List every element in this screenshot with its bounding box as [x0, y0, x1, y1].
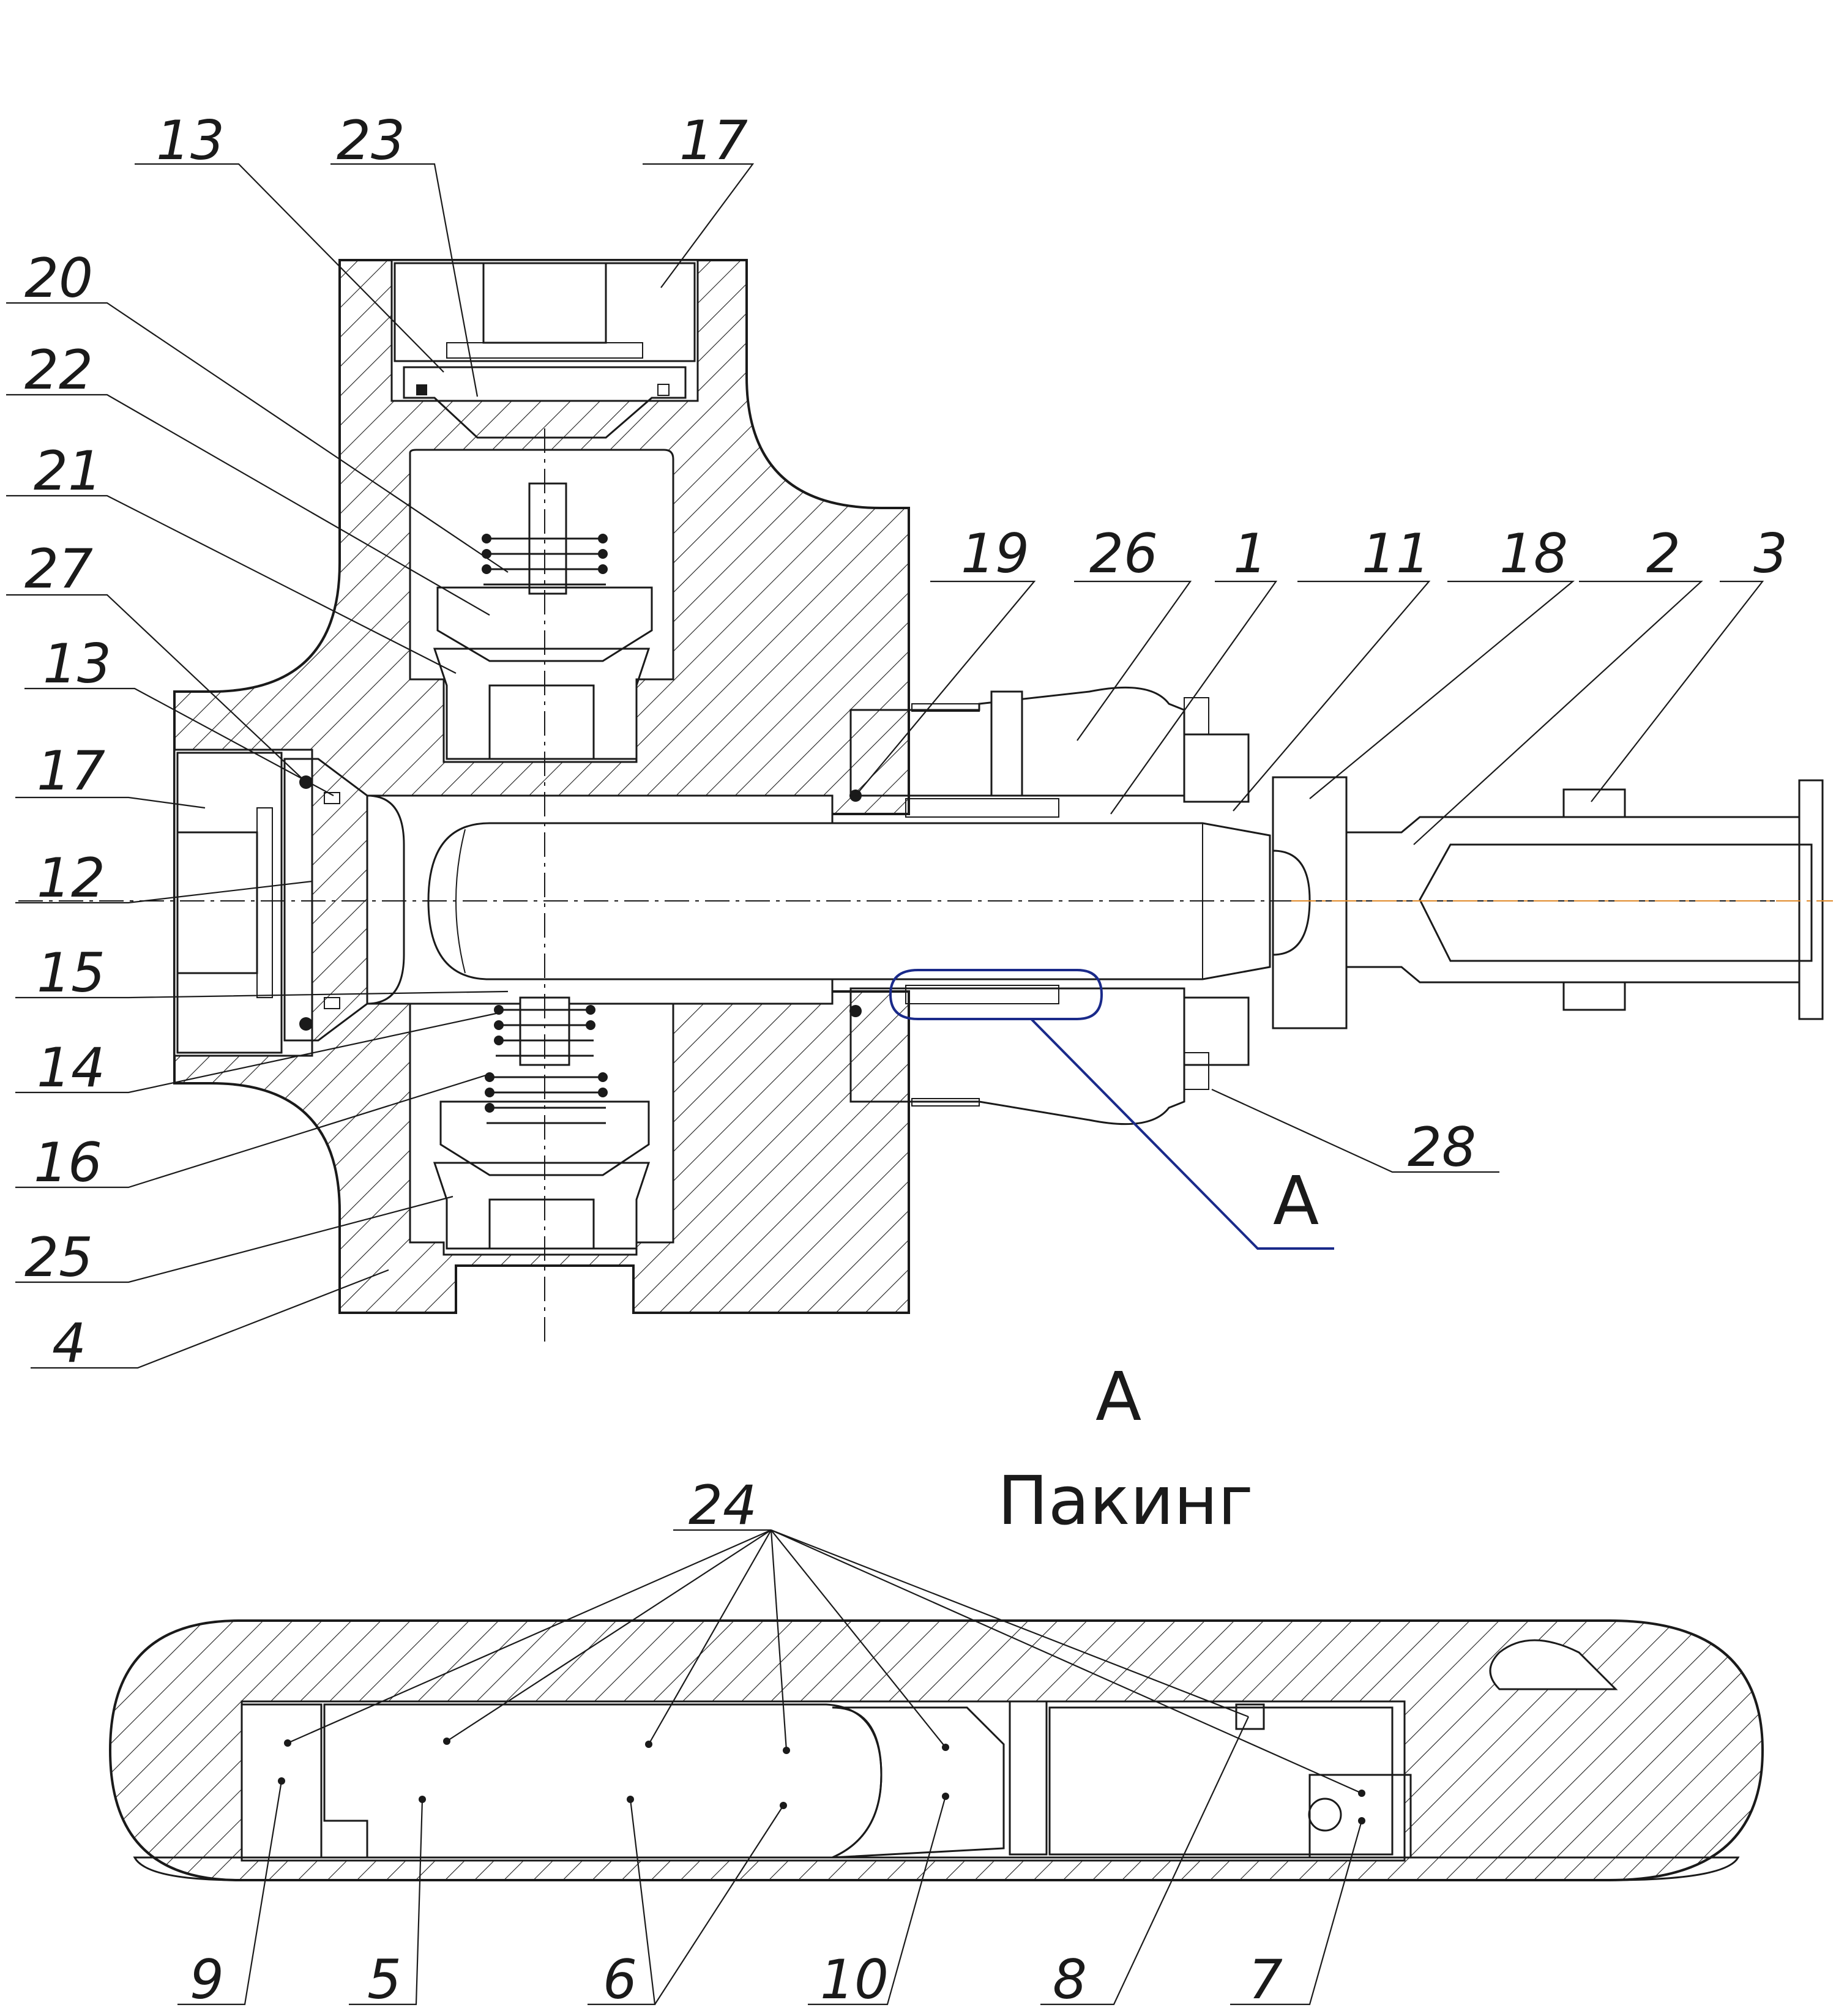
label-4: 4	[52, 1312, 86, 1375]
label-13b: 13	[43, 632, 111, 695]
label-17a: 17	[679, 109, 748, 172]
label-9: 9	[190, 1948, 224, 2011]
coupling-socket	[1272, 849, 1311, 956]
detail-a-marker: A	[1273, 1162, 1319, 1240]
detail-leaders	[177, 1529, 1363, 2006]
lower-seat	[439, 1100, 650, 1176]
detail-seal-8	[1235, 1703, 1265, 1730]
detail-port	[1009, 1700, 1048, 1856]
label-8: 8	[1053, 1948, 1087, 2011]
lock-28-top	[1184, 697, 1209, 735]
detail-spacer	[1048, 1706, 1394, 1856]
gland-thread-top	[911, 703, 980, 712]
label-10: 10	[820, 1948, 889, 2011]
lower-spring-16	[487, 1076, 606, 1124]
label-25: 25	[24, 1226, 93, 1289]
label-6: 6	[603, 1948, 637, 2011]
label-24: 24	[688, 1474, 757, 1537]
valve-body	[173, 259, 910, 1314]
flange-3-top	[1562, 788, 1626, 818]
label-12: 12	[37, 846, 105, 909]
detail-labels: 24 9 5 6 10 8 7	[190, 1474, 1283, 2011]
label-26: 26	[1089, 522, 1158, 585]
label-15: 15	[37, 941, 105, 1004]
seal-19-bottom	[849, 1005, 862, 1017]
label-19: 19	[961, 522, 1029, 585]
detail-view-letter: A	[1095, 1357, 1141, 1436]
lower-valve-chamber	[409, 1002, 674, 1256]
lube-port	[990, 690, 1023, 797]
detail-shaft-band	[133, 1856, 1740, 1881]
label-11: 11	[1362, 522, 1430, 585]
detail-channel	[241, 1700, 1406, 1862]
label-18: 18	[1499, 522, 1568, 585]
pony-rod-bore	[1419, 843, 1813, 962]
left-plug-ring	[256, 807, 273, 998]
main-labels: 13 23 17 20 22 21 27 13 17 12 15 14 16 2…	[24, 109, 1788, 1375]
detail-a-leader	[1030, 1018, 1334, 1250]
upper-seat-21	[433, 648, 651, 760]
lock-28-bottom	[1184, 1052, 1209, 1090]
main-assembly: A	[18, 259, 1833, 1343]
label-13a: 13	[156, 109, 225, 172]
label-2: 2	[1646, 522, 1681, 585]
upper-insert-23	[403, 366, 687, 439]
detail-groove	[1489, 1639, 1618, 1690]
detail-o-ring-7	[1308, 1798, 1342, 1832]
upper-seat-bore	[488, 684, 595, 760]
label-23: 23	[337, 109, 405, 172]
detail-view-a: A Пакинг	[108, 1357, 1764, 1881]
label-1: 1	[1233, 522, 1267, 585]
label-28: 28	[1408, 1116, 1476, 1179]
upper-seat-22	[436, 586, 653, 662]
upper-insert-seal-right	[657, 384, 670, 396]
left-insert-seal-bottom	[324, 997, 340, 1009]
label-27: 27	[24, 537, 93, 600]
label-7: 7	[1248, 1948, 1283, 2011]
gland-thread-bottom	[911, 1098, 980, 1107]
upper-insert-seal-left	[416, 384, 427, 395]
label-20: 20	[24, 247, 93, 310]
gland-nut-lower	[1183, 996, 1250, 1066]
label-21: 21	[34, 439, 102, 502]
label-3: 3	[1753, 522, 1788, 585]
packing-upper	[905, 798, 1059, 818]
gland-housing-26	[849, 686, 1185, 797]
label-14: 14	[37, 1036, 105, 1099]
label-16: 16	[34, 1131, 102, 1194]
upper-plug-socket	[482, 262, 607, 344]
detail-ring-9	[241, 1703, 323, 1859]
main-leaders	[6, 163, 1764, 1369]
left-seal-dot-bottom	[299, 1017, 313, 1031]
label-17b: 17	[37, 739, 105, 802]
packing-lower	[905, 985, 1059, 1004]
label-22: 22	[24, 338, 93, 401]
detail-view-title: Пакинг	[998, 1462, 1253, 1540]
detail-ring-10	[832, 1706, 1005, 1859]
rod-end-flange	[1798, 779, 1824, 1020]
lower-spring-coils	[485, 1005, 608, 1113]
gland-nut-11	[1183, 733, 1250, 803]
label-5: 5	[367, 1948, 401, 2011]
gland-housing-lower	[849, 987, 1185, 1126]
left-insert-seal-top	[324, 792, 340, 804]
upper-plug-ring	[446, 342, 643, 359]
detail-a-circle[interactable]	[889, 969, 1103, 1020]
flange-3-bottom	[1562, 981, 1626, 1011]
lower-seat-25	[433, 1162, 651, 1250]
lower-seat-bore	[488, 1198, 595, 1250]
left-insert-12	[283, 758, 405, 1042]
left-plug-socket	[176, 831, 258, 974]
